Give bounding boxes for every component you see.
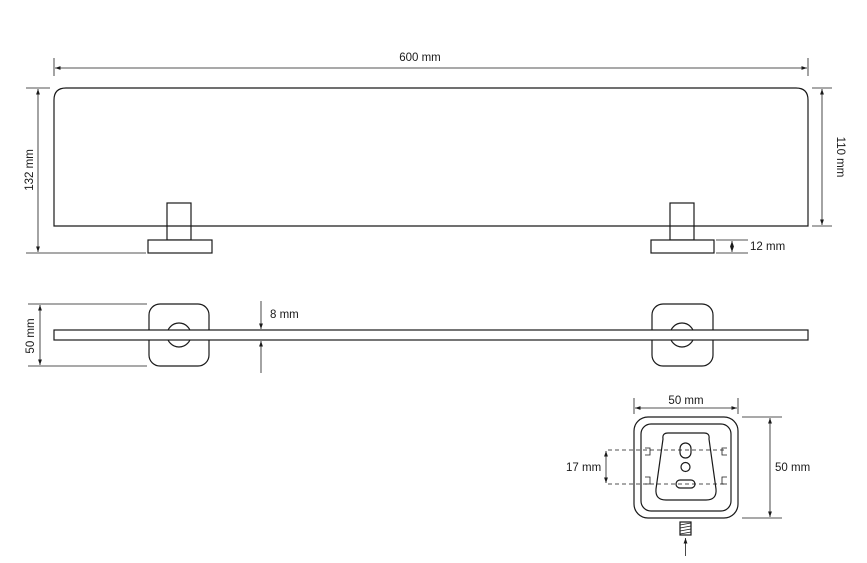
bracket-left-post bbox=[166, 202, 192, 241]
thickness-label: 8 mm bbox=[270, 309, 299, 321]
top-view: 8 mm 50 mm bbox=[25, 301, 809, 373]
detail-corner-notches bbox=[645, 447, 727, 485]
bracket-left-base bbox=[147, 239, 213, 254]
detail-plate-outer bbox=[633, 416, 739, 519]
detail-plate-inner bbox=[640, 423, 732, 512]
detail-center-hole bbox=[680, 461, 691, 473]
hole-spacing-label: 17 mm bbox=[566, 462, 601, 474]
set-screw-icon bbox=[679, 521, 692, 536]
height-left-label: 132 mm bbox=[24, 149, 36, 191]
base-label: 12 mm bbox=[750, 241, 785, 253]
depth-label: 50 mm bbox=[25, 318, 37, 353]
width-label: 600 mm bbox=[399, 52, 441, 64]
glass-shelf-top bbox=[53, 329, 809, 341]
detail-height-label: 50 mm bbox=[775, 462, 810, 474]
height-right-label: 110 mm bbox=[834, 137, 846, 178]
detail-bracket-body bbox=[655, 432, 717, 501]
bracket-right-post bbox=[669, 202, 695, 241]
bracket-detail-view: 50 mm 17 mm 50 mm bbox=[566, 395, 810, 556]
front-view: 600 mm 132 mm 110 mm 12 mm bbox=[24, 52, 846, 254]
bracket-right-base bbox=[650, 239, 715, 254]
detail-width-label: 50 mm bbox=[668, 395, 703, 407]
detail-top-slot bbox=[679, 442, 692, 459]
glass-shelf-front bbox=[53, 87, 809, 227]
